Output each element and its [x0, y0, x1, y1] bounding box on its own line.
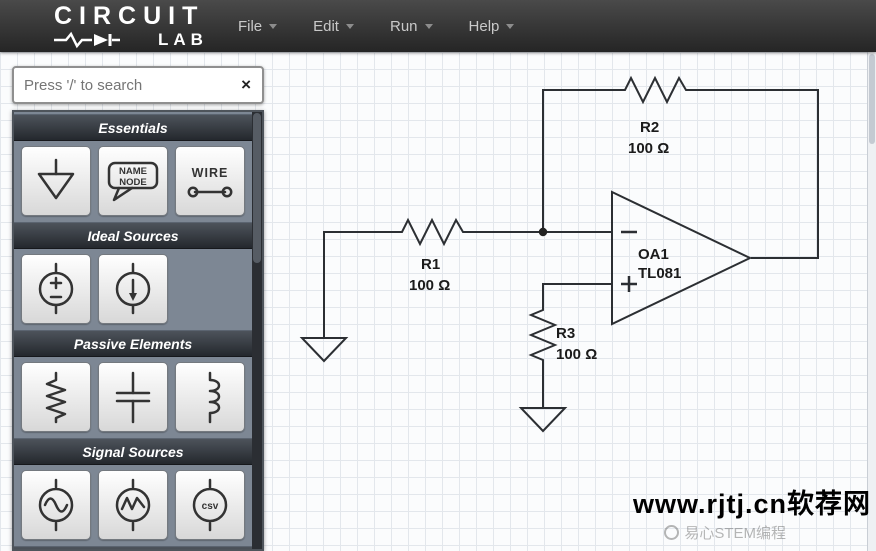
- toolbox-scrollbar-thumb[interactable]: [253, 113, 261, 263]
- label-R1-value: 100 Ω: [409, 277, 450, 294]
- menu-help-label: Help: [468, 17, 500, 35]
- menu-file-label: File: [237, 17, 263, 35]
- voltage-source-icon: [38, 262, 74, 315]
- component-resistor[interactable]: [21, 362, 91, 432]
- component-capacitor[interactable]: [98, 362, 168, 432]
- chevron-down-icon: [424, 23, 433, 29]
- menu-run[interactable]: Run: [390, 18, 433, 35]
- csv-text: csv: [202, 501, 219, 512]
- capacitor-icon: [115, 371, 151, 424]
- menu-help[interactable]: Help: [469, 18, 515, 35]
- component-csv-source[interactable]: csv: [175, 470, 245, 540]
- essentials-row: NAME NODE WIRE: [14, 141, 252, 222]
- label-OA1-ref: OA1: [638, 246, 669, 263]
- label-R3-value: 100 Ω: [556, 346, 597, 363]
- toolbox-search: ×: [12, 66, 264, 104]
- component-wire[interactable]: WIRE: [175, 146, 245, 216]
- component-voltage-source[interactable]: [21, 254, 91, 324]
- label-R3-ref: R3: [556, 325, 575, 342]
- component-arbitrary-source[interactable]: [98, 470, 168, 540]
- label-R2-ref: R2: [640, 119, 659, 136]
- resistor-R1[interactable]: [395, 217, 470, 247]
- resistor-icon: [45, 371, 67, 424]
- ideal-sources-row: [14, 249, 252, 330]
- label-R1-ref: R1: [421, 256, 440, 273]
- name-node-text-2: NODE: [119, 177, 146, 188]
- top-navbar: CIRCUIT LAB File Edit Run: [0, 0, 876, 52]
- section-header-passive-elements: Passive Elements: [14, 330, 252, 357]
- section-title: Ideal Sources: [87, 227, 179, 244]
- opamp-OA1[interactable]: [611, 190, 753, 326]
- chevron-down-icon: [506, 23, 515, 29]
- watermark-faint: 易心STEM编程: [664, 522, 786, 543]
- component-name-node[interactable]: NAME NODE: [98, 146, 168, 216]
- inductor-icon: [208, 371, 221, 424]
- junction-dot: [538, 227, 548, 237]
- resistor-R2[interactable]: [618, 75, 693, 105]
- wire-icon: WIRE: [187, 166, 233, 198]
- component-current-source[interactable]: [98, 254, 168, 324]
- label-R2-value: 100 Ω: [628, 140, 669, 157]
- csv-source-icon: csv: [192, 478, 228, 532]
- scrollbar-thumb[interactable]: [869, 54, 875, 144]
- wires[interactable]: [323, 89, 819, 408]
- component-inductor[interactable]: [175, 362, 245, 432]
- watermark-faint-text: 易心STEM编程: [684, 525, 786, 542]
- waveform-icon: [54, 31, 120, 48]
- label-OA1-value: TL081: [638, 265, 681, 282]
- menu-edit[interactable]: Edit: [313, 18, 354, 35]
- schematic-canvas[interactable]: R1 100 Ω R2 100 Ω R3 100 Ω OA1 TL081 × E…: [0, 52, 876, 551]
- menu-bar: File Edit Run Help: [237, 17, 515, 35]
- section-header-ideal-sources: Ideal Sources: [14, 222, 252, 249]
- section-title: Essentials: [98, 119, 168, 136]
- section-header-essentials: Essentials: [14, 114, 252, 141]
- opamp-plus-input: [621, 276, 637, 292]
- logo-text-circuit: CIRCUIT: [54, 1, 205, 30]
- ground-left[interactable]: [299, 337, 349, 363]
- component-labels: R1 100 Ω R2 100 Ω R3 100 Ω OA1 TL081: [409, 119, 681, 363]
- search-input[interactable]: [14, 76, 231, 94]
- menu-run-label: Run: [389, 17, 418, 35]
- signal-sources-row: csv: [14, 465, 252, 546]
- section-title: Signal Sources: [82, 443, 184, 460]
- circuit-schematic: R1 100 Ω R2 100 Ω R3 100 Ω OA1 TL081: [299, 75, 819, 433]
- chevron-down-icon: [345, 23, 354, 29]
- menu-file[interactable]: File: [237, 17, 278, 35]
- component-toolbox: Essentials NAME NODE: [12, 110, 264, 551]
- name-node-icon: NAME NODE: [107, 161, 159, 202]
- watermark: www.rjtj.cn软荐网: [632, 489, 871, 519]
- toolbox-scrollbar[interactable]: [252, 112, 262, 549]
- toolbox-list: Essentials NAME NODE: [14, 112, 252, 549]
- component-ground[interactable]: [21, 146, 91, 216]
- sine-source-icon: [38, 478, 74, 532]
- section-header-partial: [14, 546, 252, 549]
- close-icon[interactable]: ×: [241, 75, 251, 94]
- section-title: Passive Elements: [73, 335, 193, 352]
- section-header-signal-sources: Signal Sources: [14, 438, 252, 465]
- current-source-icon: [115, 262, 151, 315]
- name-node-text-1: NAME: [119, 166, 147, 177]
- chevron-down-icon: [269, 23, 278, 29]
- menu-edit-label: Edit: [313, 17, 339, 35]
- arbitrary-source-icon: [115, 478, 151, 532]
- logo-text-lab: LAB: [158, 30, 208, 49]
- component-sine-source[interactable]: [21, 470, 91, 540]
- vertical-scrollbar[interactable]: [867, 52, 876, 551]
- circuitlab-logo: CIRCUIT LAB: [54, 1, 208, 49]
- resistor-R3[interactable]: [528, 305, 558, 371]
- ground-icon: [37, 158, 75, 200]
- watermark-logo-icon: [664, 525, 680, 540]
- wire-text: WIRE: [192, 166, 229, 180]
- passive-elements-row: [14, 357, 252, 438]
- ground-bottom[interactable]: [518, 407, 568, 433]
